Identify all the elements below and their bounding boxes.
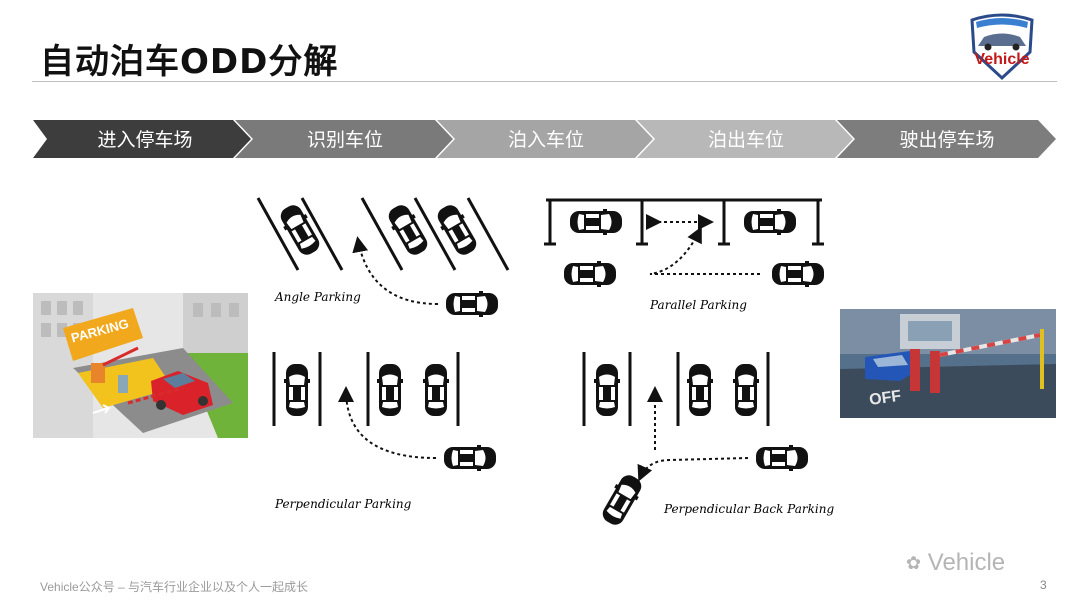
title-rule xyxy=(32,81,1057,82)
logo-text: Vehicle xyxy=(974,51,1029,68)
diagram-label-parallel: Parallel Parking xyxy=(649,298,747,312)
watermark-text: Vehicle xyxy=(927,549,1006,576)
step-park-out: 泊出车位 xyxy=(637,120,853,158)
road-marking-text: OFF xyxy=(868,388,902,409)
step-park-in: 泊入车位 xyxy=(437,120,653,158)
step-label: 驶出停车场 xyxy=(899,129,994,151)
vehicle-logo: Vehicle xyxy=(970,13,1034,81)
car-icon xyxy=(594,364,620,416)
parking-entrance-image: PARKING xyxy=(33,293,248,438)
diagram-label-angle: Angle Parking xyxy=(274,290,361,304)
car-icon xyxy=(284,364,310,416)
car-icon xyxy=(444,445,496,471)
parallel-parking-diagram: Parallel Parking xyxy=(544,198,824,312)
step-enter-parking-lot: 进入停车场 xyxy=(33,120,251,158)
slide-footer: Vehicle公众号 – 与汽车行业企业以及个人一起成长 xyxy=(40,580,309,594)
step-label: 泊出车位 xyxy=(708,129,784,151)
diagram-label-perpendicular-back: Perpendicular Back Parking xyxy=(663,502,834,516)
parking-maneuver-diagrams: Angle Parking Parallel Parking Perpendic… xyxy=(256,197,834,530)
perpendicular-back-parking-diagram: Perpendicular Back Parking xyxy=(582,352,834,530)
angle-parking-diagram: Angle Parking xyxy=(256,197,510,317)
wechat-watermark: ✿ Vehicle xyxy=(906,549,1005,577)
process-steps: 进入停车场 识别车位 泊入车位 泊出车位 驶出停车场 xyxy=(33,120,1056,158)
car-icon xyxy=(756,445,808,471)
car-icon xyxy=(772,261,824,287)
car-icon xyxy=(744,209,796,235)
car-icon xyxy=(423,364,449,416)
step-label: 泊入车位 xyxy=(508,129,584,151)
perpendicular-parking-diagram: Perpendicular Parking xyxy=(272,352,496,511)
step-identify-spot: 识别车位 xyxy=(235,120,453,158)
car-icon xyxy=(446,291,498,317)
car-icon xyxy=(733,364,759,416)
slide-title: 自动泊车ODD分解 xyxy=(40,42,339,82)
step-label: 识别车位 xyxy=(307,129,383,151)
wechat-icon: ✿ xyxy=(906,553,922,574)
page-number: 3 xyxy=(1040,578,1047,592)
car-icon xyxy=(377,364,403,416)
step-exit-parking-lot: 驶出停车场 xyxy=(837,120,1056,158)
car-icon xyxy=(597,470,647,530)
step-label: 进入停车场 xyxy=(97,129,192,151)
car-icon xyxy=(564,261,616,287)
diagram-label-perpendicular: Perpendicular Parking xyxy=(274,497,412,511)
parking-exit-image: OFF xyxy=(840,309,1056,418)
car-icon xyxy=(275,200,325,260)
car-icon xyxy=(687,364,713,416)
car-icon xyxy=(570,209,622,235)
